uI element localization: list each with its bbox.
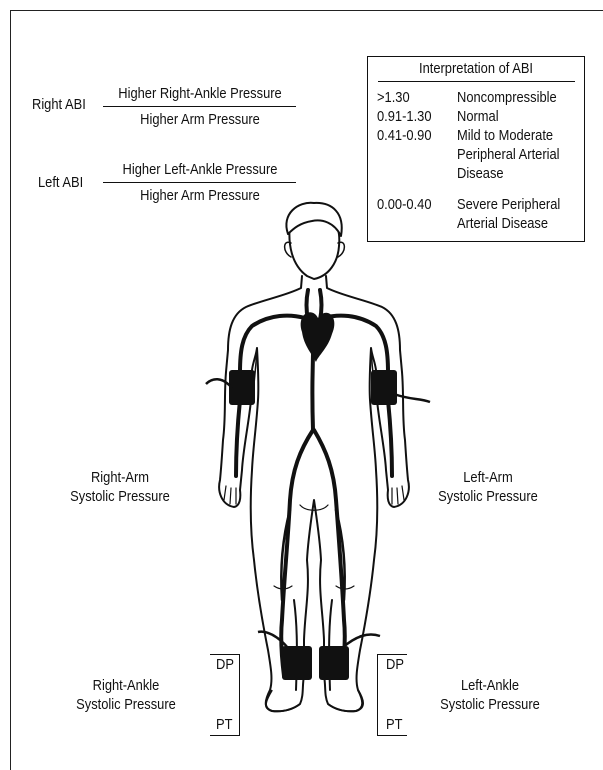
right-cuff-tube: [206, 379, 232, 388]
right-ankle-cuff: [282, 646, 312, 680]
right-ankle-tube: [258, 632, 288, 648]
right-pt-label: PT: [216, 716, 232, 734]
right-ankle-label-line2: Systolic Pressure: [74, 696, 177, 714]
left-cuff-tube: [394, 394, 430, 402]
left-ankle-cuff: [319, 646, 349, 680]
right-subclavian: [240, 316, 305, 372]
left-ankle-label-line1: Left-Ankle: [438, 677, 541, 695]
heart-icon: [301, 312, 335, 362]
left-arm-cuff: [371, 370, 397, 405]
left-foot: [328, 690, 363, 711]
right-arm-label-line2: Systolic Pressure: [68, 488, 171, 506]
left-pt-label: PT: [386, 716, 402, 734]
left-dp-label: DP: [386, 656, 404, 674]
right-arm-label-line1: Right-Arm: [68, 469, 171, 487]
left-hand-fingers: [392, 486, 404, 504]
right-arm-cuff: [229, 370, 255, 405]
left-arm-label-line1: Left-Arm: [436, 469, 539, 487]
left-ankle-label-line2: Systolic Pressure: [438, 696, 541, 714]
left-arm-label-line2: Systolic Pressure: [436, 488, 539, 506]
right-dp-label: DP: [216, 656, 234, 674]
right-ankle-label-line1: Right-Ankle: [74, 677, 177, 695]
right-foot: [266, 690, 300, 711]
right-brachial: [236, 400, 240, 476]
hair: [286, 203, 341, 236]
left-brachial: [388, 400, 392, 476]
right-hand-fingers: [224, 486, 236, 504]
